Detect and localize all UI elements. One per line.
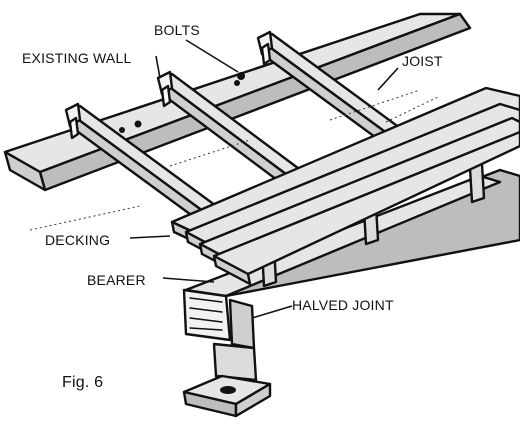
- bearer-label: BEARER: [87, 272, 146, 288]
- bolt-holes: [119, 72, 245, 133]
- decking-boards: [170, 86, 520, 286]
- joist-label: JOIST: [402, 53, 443, 69]
- existing-wall-label: EXISTING WALL: [22, 50, 132, 66]
- bolts-label: BOLTS: [154, 22, 200, 38]
- figure-caption: Fig. 6: [62, 374, 104, 391]
- ground-hatching: [29, 89, 441, 231]
- decking-label: DECKING: [45, 232, 111, 248]
- leader-lines: [129, 39, 399, 319]
- joist-hangers: [68, 42, 272, 140]
- concrete-footing: [182, 374, 272, 418]
- halved-joint-label: HALVED JOINT: [292, 297, 394, 313]
